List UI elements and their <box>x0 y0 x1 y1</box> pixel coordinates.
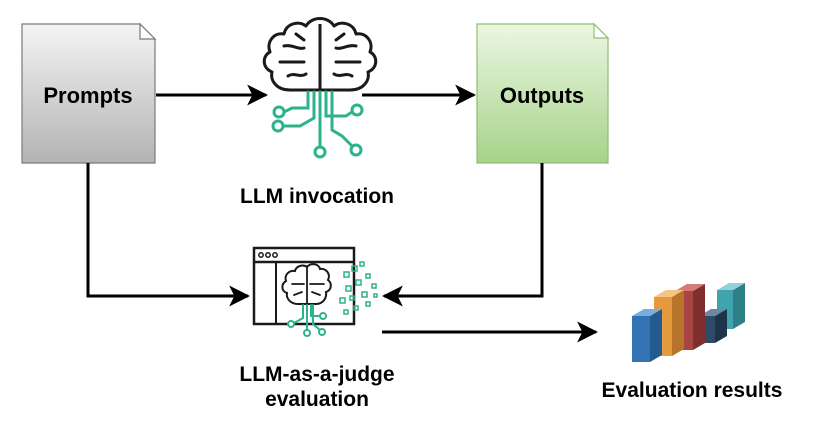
results-label: Evaluation results <box>602 379 783 402</box>
flow-arrows <box>86 84 599 343</box>
3d-bar-chart-icon <box>632 283 745 362</box>
arrow-prompts-to-judge <box>86 163 251 307</box>
outputs-label: Outputs <box>500 83 584 108</box>
bar-blue <box>632 309 662 362</box>
brain-circuit-icon <box>262 17 378 159</box>
judge-label-line1: LLM-as-a-judge <box>239 363 394 386</box>
prompts-document: Prompts <box>21 22 157 164</box>
arrow-outputs-to-judge <box>381 163 544 307</box>
judge-label-line2: evaluation <box>265 388 369 411</box>
prompts-label: Prompts <box>43 83 132 108</box>
outputs-document: Outputs <box>476 22 610 164</box>
browser-brain-icon <box>252 246 378 337</box>
llm-invocation-label: LLM invocation <box>240 185 394 208</box>
